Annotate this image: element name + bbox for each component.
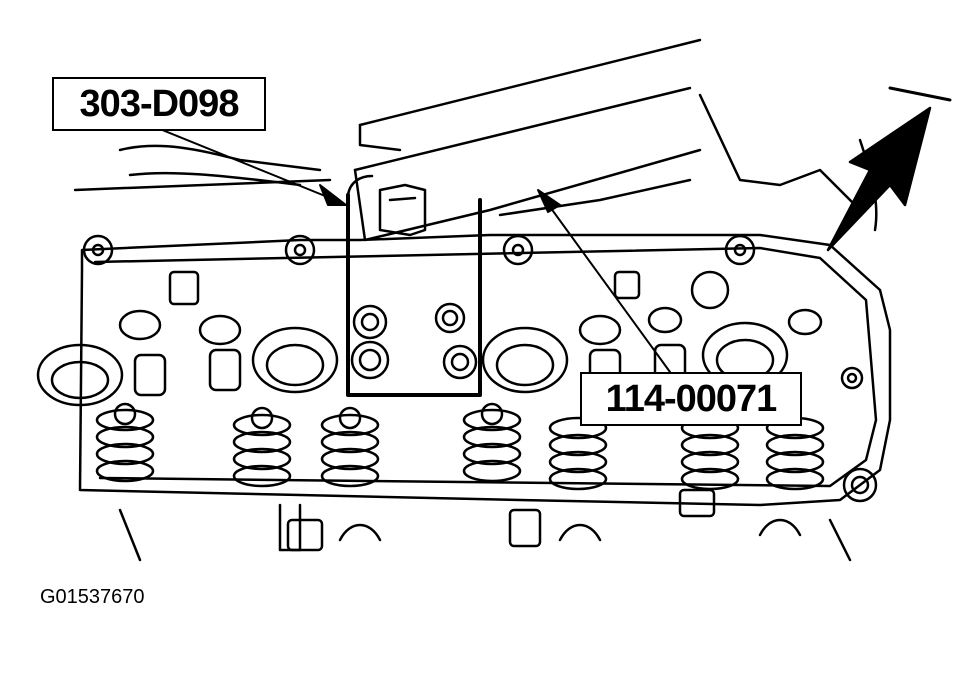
callout-label-303-D098: 303-D098 bbox=[52, 77, 266, 131]
direction-arrow bbox=[826, 86, 952, 252]
figure-id-label: G01537670 bbox=[40, 586, 145, 608]
lifting-arm-114-00071 bbox=[353, 38, 702, 242]
top-bolt-bosses bbox=[82, 234, 878, 503]
lifting-bracket-303-D098 bbox=[346, 174, 482, 397]
lower-head-features bbox=[118, 488, 852, 562]
callout-label-114-00071: 114-00071 bbox=[580, 372, 802, 426]
leader-lines bbox=[149, 124, 671, 373]
valve-ports bbox=[36, 270, 823, 407]
cylinder-head-perimeter bbox=[78, 233, 892, 507]
